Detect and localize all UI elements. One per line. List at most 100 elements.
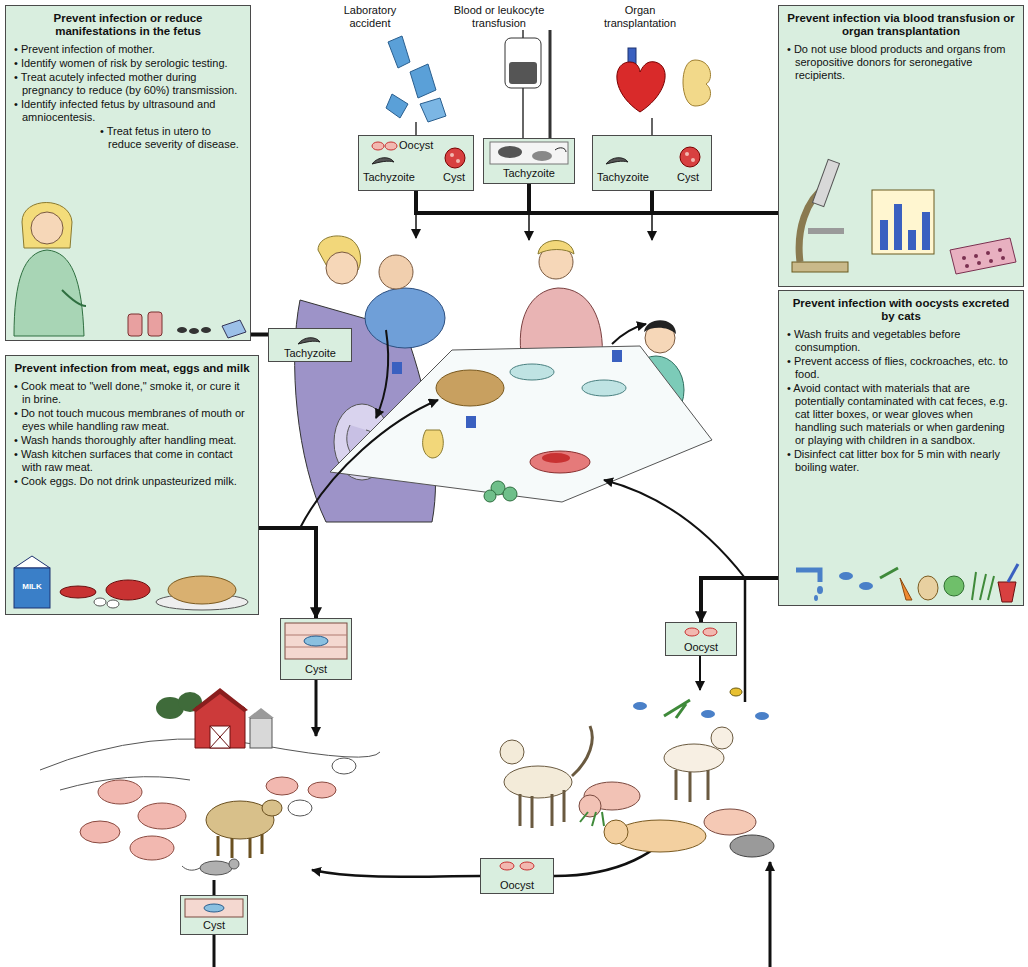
stage-label: Oocyst — [666, 641, 736, 654]
lab-icons — [950, 238, 1016, 274]
farm-illustration — [210, 726, 230, 748]
farm-illustration — [192, 688, 248, 712]
lab-icons — [1001, 256, 1005, 260]
broken-glass-icon — [415, 122, 417, 135]
broken-glass-icon — [410, 64, 436, 98]
broken-glass-icon — [388, 36, 410, 68]
stage-label: Tachyzoite — [269, 347, 351, 360]
family-meal-scene — [538, 241, 574, 255]
connector-line — [701, 578, 778, 622]
source-label: Blood or leukocyte transfusion — [440, 4, 558, 30]
cats-illustration — [664, 744, 724, 772]
box-heading: Prevent infection or reduce manifestatio… — [13, 12, 243, 38]
organ-icons — [617, 62, 665, 112]
lab-icons — [872, 190, 934, 254]
family-meal-scene — [582, 380, 626, 396]
bullet-text: • Prevent access of flies, cockroaches, … — [786, 355, 1016, 381]
parasite-stage-icons — [498, 146, 522, 158]
hygiene-icons — [796, 570, 820, 582]
bullet-text: • Prevent infection of mother. — [13, 43, 243, 56]
hygiene-icons — [1008, 564, 1018, 582]
cats-illustration — [520, 790, 564, 828]
bullet-text: • Cook meat to "well done," smoke it, or… — [13, 380, 251, 406]
blood-bag-icon — [522, 30, 524, 38]
cycle-lines — [312, 870, 480, 877]
farm-illustration — [200, 861, 232, 875]
family-meal-scene — [326, 252, 358, 284]
box-heading: Prevent infection from meat, eggs and mi… — [13, 362, 251, 375]
family-meal-scene — [466, 416, 476, 428]
family-meal-scene — [423, 430, 444, 458]
farm-illustration — [248, 708, 274, 718]
bullet-text: • Treat acutely infected mother during p… — [13, 71, 243, 97]
lab-icons — [974, 254, 978, 258]
cycle-lines — [214, 578, 770, 967]
parasite-stage-icons — [185, 142, 717, 917]
food-icons — [106, 580, 150, 600]
infection-arrows — [604, 480, 745, 578]
cats-illustration — [755, 712, 769, 720]
stage-label: Cyst — [181, 919, 247, 932]
parasite-stage-icons — [520, 862, 534, 870]
cats-illustration — [704, 809, 756, 835]
stage-box: Oocyst — [480, 858, 554, 894]
lab-icons — [962, 256, 966, 260]
farm-illustration — [308, 782, 336, 798]
parasite-stage-icons — [456, 159, 460, 163]
infection-arrows — [612, 324, 646, 344]
food-icons — [14, 556, 248, 610]
family-meal-scene — [612, 350, 622, 362]
stage-label: Cyst — [281, 663, 351, 676]
farm-illustration — [262, 800, 282, 816]
woman-icon — [62, 290, 86, 306]
farm-illustration — [288, 800, 312, 816]
cycle-lines — [315, 680, 318, 736]
test-tube-icons — [222, 320, 246, 338]
hygiene-icons — [796, 564, 1018, 602]
parasite-stage-icons — [304, 636, 328, 646]
infection-arrows — [300, 400, 438, 528]
box-heading: Prevent infection via blood transfusion … — [786, 12, 1016, 38]
test-tube-icons — [128, 314, 142, 336]
woman-icon — [14, 250, 84, 336]
hygiene-icons — [998, 582, 1016, 602]
bullet-text: • Disinfect cat litter box for 5 min wit… — [786, 448, 1016, 474]
parasite-stage-icons — [204, 904, 224, 912]
woman-icon — [14, 203, 86, 337]
food-icons — [94, 598, 106, 606]
hygiene-icons — [944, 576, 964, 596]
farm-illustration — [80, 821, 120, 843]
parasite-stage-icons — [450, 153, 454, 157]
bullet-text: • Avoid contact with materials that are … — [786, 382, 1016, 447]
cycle-lines — [699, 656, 701, 690]
lab-icons — [965, 264, 969, 268]
family-meal-scene — [503, 487, 517, 501]
stage-label: Cyst — [443, 171, 465, 184]
cats-illustration — [676, 770, 708, 802]
farm-illustration — [182, 866, 200, 870]
parasite-stage-icons — [680, 147, 700, 167]
broken-glass-icon — [386, 94, 408, 118]
family-meal-scene — [530, 451, 590, 473]
infection-arrows — [376, 330, 388, 418]
hygiene-icons — [814, 595, 818, 601]
stage-box: OocystTachyzoiteCyst — [358, 135, 474, 191]
food-icons — [107, 600, 119, 608]
farm-illustration — [98, 780, 142, 804]
infection-arrows — [300, 324, 745, 578]
organ-icons — [617, 48, 711, 135]
connector-line — [416, 191, 778, 213]
test-tube-icons — [189, 328, 199, 334]
parasite-stage-icons — [490, 142, 568, 164]
cycle-lines — [213, 880, 216, 895]
source-label: Organ transplantation — [588, 4, 692, 30]
connector-line — [259, 528, 316, 618]
lab-icons — [812, 159, 839, 206]
lab-icons — [998, 248, 1002, 252]
parasite-stage-icons — [500, 862, 514, 870]
connector-line — [251, 333, 268, 337]
stage-label: Oocyst — [399, 139, 433, 152]
parasite-stage-icons — [445, 148, 465, 168]
blood-bag-icon — [549, 30, 552, 138]
